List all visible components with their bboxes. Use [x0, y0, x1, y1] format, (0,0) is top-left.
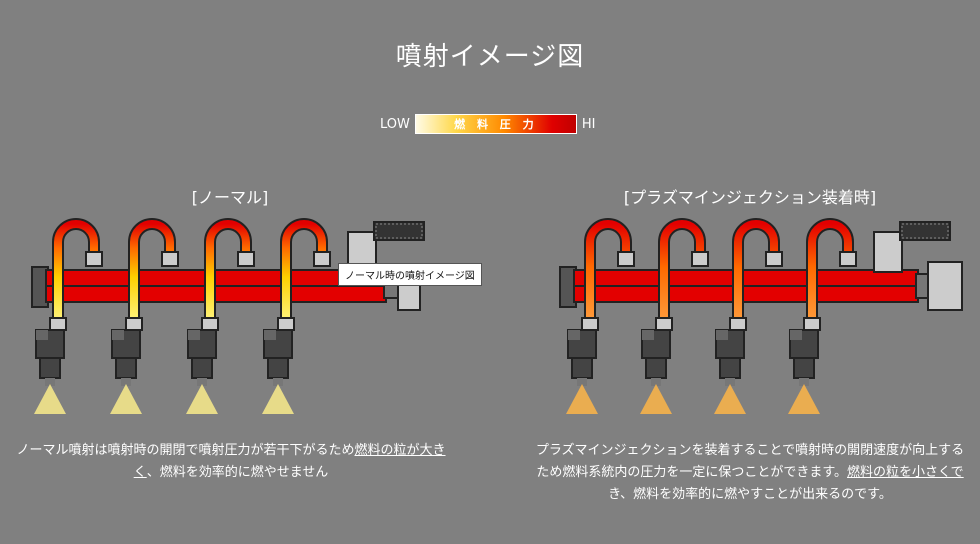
normal-desc-underline-2: く [133, 465, 147, 480]
normal-injection-diagram[interactable] [28, 212, 468, 422]
fuel-pressure-legend: LOW 燃 料 圧 力 HI [380, 114, 595, 134]
page-title: 噴射イメージ図 [395, 42, 585, 72]
plasma-injector-2 [640, 218, 709, 414]
plasma-injector-4 [788, 218, 857, 414]
legend-low-label: LOW [380, 116, 410, 132]
normal-desc-text-b: 、燃料を効率的に燃やせません [146, 465, 329, 480]
normal-description: ノーマル噴射は噴射時の開閉で噴射圧力が若干下がるため燃料の粒が大き く、燃料を効… [0, 440, 462, 484]
legend-gradient-bar: 燃 料 圧 力 [414, 114, 577, 134]
normal-injector-1 [34, 218, 103, 414]
normal-desc-underline: 燃料の粒が大き [354, 443, 446, 458]
plasma-desc-underline: 燃料の粒を小さくで [847, 465, 964, 480]
plasma-desc-text-b: ため燃料系統内の圧力を一定に保つことができます。 [536, 465, 848, 480]
plasma-desc-text-c: き、燃料を効率的に燃やすことが出来るのです。 [608, 487, 892, 502]
plasma-injector-1 [566, 218, 635, 414]
plasma-description: プラズマインジェクションを装着することで噴射時の開閉速度が向上する ため燃料系統… [520, 440, 980, 506]
normal-desc-text-a: ノーマル噴射は噴射時の開閉で噴射圧力が若干下がるため [16, 443, 355, 458]
legend-high-label: HI [581, 116, 596, 132]
normal-heading: [ノーマル] [191, 188, 269, 207]
normal-diagram-tooltip: ノーマル時の噴射イメージ図 [338, 263, 482, 286]
normal-injector-4 [262, 218, 331, 414]
plasma-injector-3 [714, 218, 783, 414]
plasma-heading: [プラズマインジェクション装着時] [623, 188, 877, 207]
plasma-injection-diagram[interactable] [552, 212, 972, 422]
normal-injector-2 [110, 218, 179, 414]
plasma-desc-text-a: プラズマインジェクションを装着することで噴射時の開閉速度が向上する [535, 443, 965, 458]
normal-injector-3 [186, 218, 255, 414]
